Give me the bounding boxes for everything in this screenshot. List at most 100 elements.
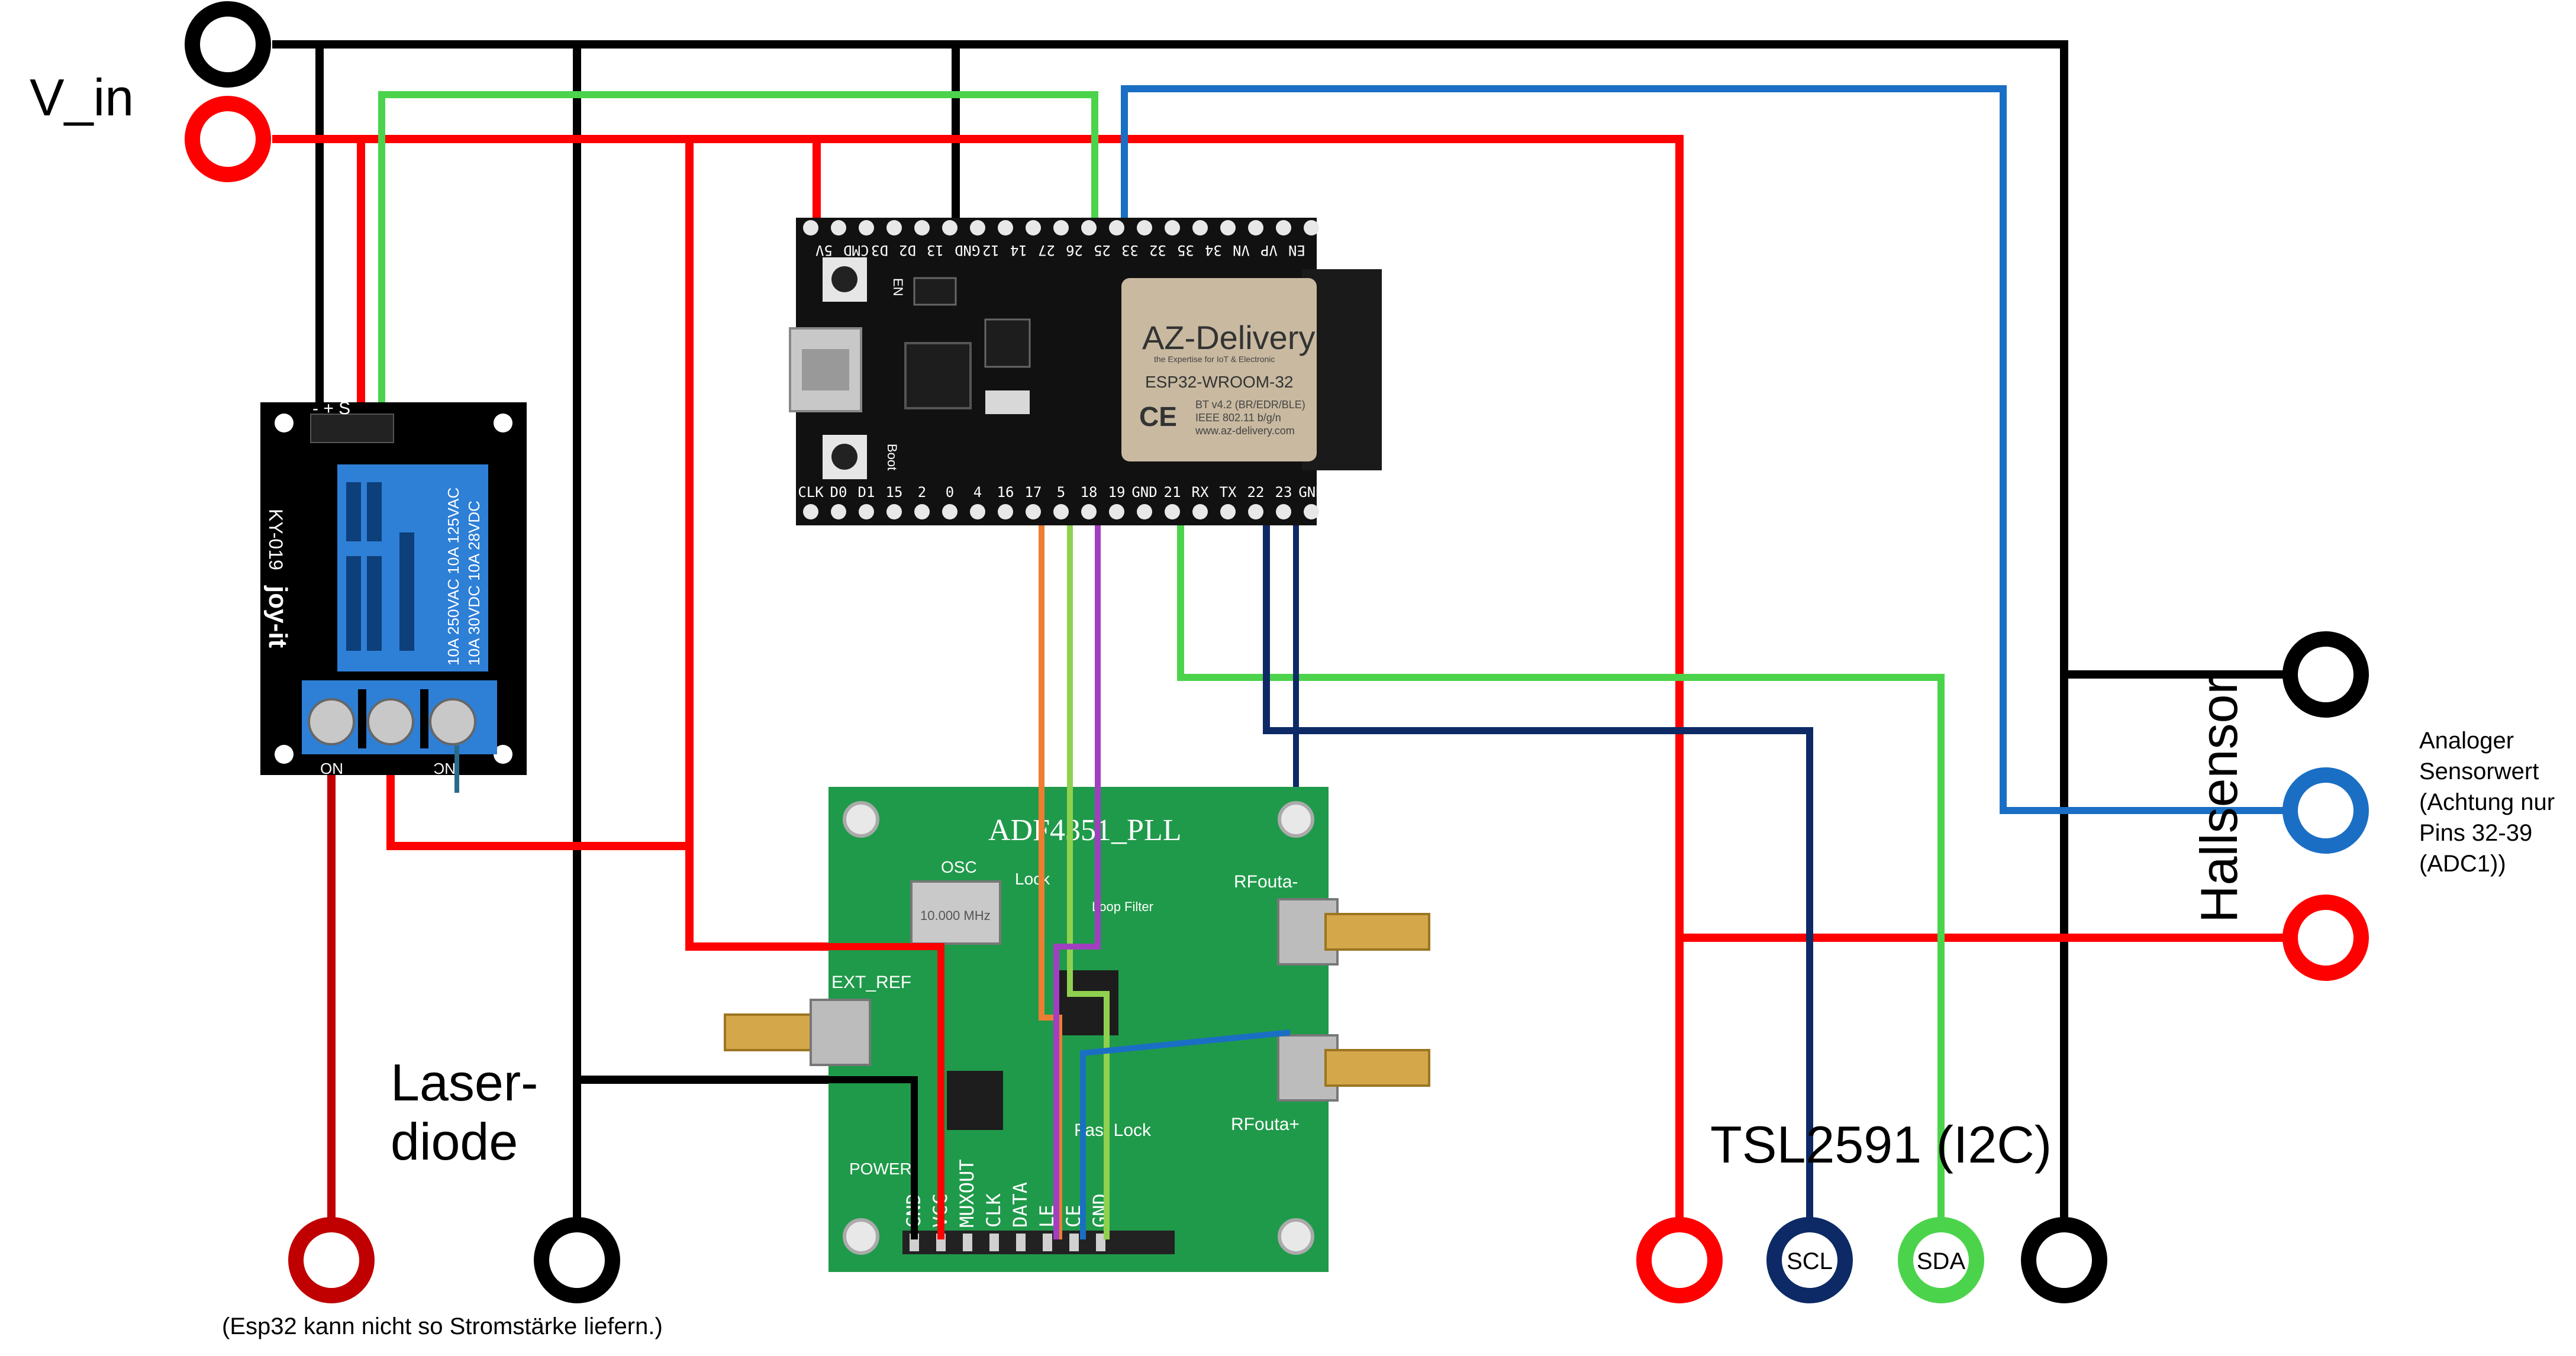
sma-rfouta-plus[interactable] [1277, 1034, 1430, 1102]
hall-signal-terminal[interactable] [2282, 767, 2369, 854]
pll-header-pin[interactable] [963, 1234, 972, 1251]
pll-header-pin[interactable] [989, 1234, 999, 1251]
esp32-top-pin[interactable] [1165, 220, 1180, 235]
esp32-top-pin[interactable] [1220, 220, 1236, 235]
relay-screw-com[interactable] [367, 698, 414, 745]
scl-label: SCL [1787, 1248, 1833, 1274]
esp32-bottom-pin[interactable] [970, 504, 985, 519]
hall-gnd-terminal[interactable] [2282, 631, 2369, 718]
esp32-top-pin-label: CMD [843, 242, 869, 259]
esp32-bottom-pin-label: 18 [1081, 484, 1098, 501]
esp32-top-pin[interactable] [1026, 220, 1041, 235]
pll-header-pin[interactable] [1096, 1234, 1105, 1251]
analog-note-line: (ADC1)) [2419, 851, 2506, 877]
relay-pin-header [310, 414, 394, 443]
pll-header-pin[interactable] [1016, 1234, 1026, 1251]
laser-gnd-terminal[interactable] [534, 1217, 620, 1303]
v-in-label: V_in [30, 68, 134, 127]
esp32-bottom-pin[interactable] [886, 504, 902, 519]
laser-diode-label-1: Laser- [391, 1053, 538, 1112]
vin-plus-terminal[interactable] [185, 96, 271, 182]
terminals [185, 1, 2369, 1303]
pll-rfouta-minus-label: RFouta- [1234, 872, 1298, 892]
pll-header-pin[interactable] [1069, 1234, 1079, 1251]
esp32-top-pin-label: 34 [1205, 242, 1222, 259]
esp32-top-pin-label: 26 [1066, 242, 1083, 259]
tsl-gnd-terminal[interactable] [2021, 1217, 2107, 1303]
esp32-top-pin[interactable] [1192, 220, 1208, 235]
esp32-top-pin[interactable] [914, 220, 930, 235]
relay-screw-no[interactable] [308, 698, 355, 745]
esp32-top-pin-label: D2 [899, 242, 916, 259]
esp32-top-pin[interactable] [1081, 220, 1097, 235]
analog-note-line: (Achtung nur [2419, 789, 2555, 815]
esp32-top-pin[interactable] [1109, 220, 1124, 235]
relay-screw-nc[interactable] [429, 698, 476, 745]
esp32-bottom-pin[interactable] [998, 504, 1013, 519]
esp32-bottom-pin[interactable] [1081, 504, 1097, 519]
esp32-bottom-pin[interactable] [859, 504, 874, 519]
esp32-top-pin[interactable] [831, 220, 846, 235]
esp32-bottom-pin[interactable] [942, 504, 957, 519]
esp32-bottom-pin[interactable] [803, 504, 818, 519]
tsl-vcc-terminal[interactable] [1636, 1217, 1723, 1303]
esp32-bottom-pin-label: CLK [798, 484, 824, 501]
esp32-bottom-pin[interactable] [1276, 504, 1291, 519]
analog-note-line: Pins 32-39 [2419, 820, 2532, 846]
esp32-bottom-pin-label: D0 [830, 484, 847, 501]
sma-ext-ref[interactable] [724, 999, 871, 1066]
esp32-top-pin[interactable] [859, 220, 874, 235]
esp32-top-pin[interactable] [1137, 220, 1152, 235]
esp32-top-pin[interactable] [803, 220, 818, 235]
vin-gnd-terminal[interactable] [185, 1, 271, 88]
esp32-bottom-pin-label: 22 [1247, 484, 1265, 501]
pll-title: ADF4351_PLL [988, 813, 1181, 847]
esp32-bottom-pin[interactable] [1220, 504, 1236, 519]
esp32-bottom-pin[interactable] [1304, 504, 1319, 519]
tsl-label: TSL2591 (I2C) [1710, 1115, 2052, 1174]
esp32-top-pin-label: 33 [1121, 242, 1139, 259]
esp32-bottom-pin[interactable] [1026, 504, 1041, 519]
esp32-bottom-pin[interactable] [1192, 504, 1208, 519]
analog-note-line: Sensorwert [2419, 758, 2539, 784]
esp32-top-pin[interactable] [998, 220, 1013, 235]
esp32-bottom-pin[interactable] [1165, 504, 1180, 519]
esp32-top-pin-label: 27 [1038, 242, 1055, 259]
sma-rfouta-minus[interactable] [1277, 898, 1430, 966]
esp32-top-pin[interactable] [942, 220, 957, 235]
relay-pins-label: - + S [312, 399, 350, 418]
esp32-bottom-pin[interactable] [914, 504, 930, 519]
pll-power-label: POWER [849, 1160, 912, 1178]
esp32-bottom-pin[interactable] [1137, 504, 1152, 519]
esp32-bottom-pin[interactable] [831, 504, 846, 519]
esp32-top-pin-label: 25 [1094, 242, 1111, 259]
relay-brand: joy-it [263, 585, 292, 648]
esp32-top-pin[interactable] [886, 220, 902, 235]
esp32-bottom-pin-label: GND [1131, 484, 1157, 501]
pll-header-pin[interactable] [1043, 1234, 1052, 1251]
esp32-top-pin-label: 35 [1177, 242, 1194, 259]
tsl-sda-terminal[interactable] [1898, 1217, 1984, 1303]
esp32-bottom-pin-label: RX [1192, 484, 1209, 501]
esp32-board: AZ-Delivery the Expertise for IoT & Elec… [789, 218, 1382, 525]
esp32-top-pin[interactable] [970, 220, 985, 235]
esp32-top-pin[interactable] [1248, 220, 1263, 235]
sda-wire [1177, 512, 1945, 1236]
esp32-bottom-pin[interactable] [1053, 504, 1069, 519]
hallsensor-label: Hallsensor [2190, 677, 2248, 923]
esp32-top-pin-label: EN [1288, 242, 1305, 259]
esp32-bottom-pin[interactable] [1109, 504, 1124, 519]
laser-plus-terminal[interactable] [288, 1217, 375, 1303]
esp32-top-pin[interactable] [1276, 220, 1291, 235]
esp32-top-pin-label: GND [955, 242, 980, 259]
esp32-url: www.az-delivery.com [1195, 425, 1295, 437]
relay-rating-2: 10A 30VDC 10A 28VDC [465, 501, 483, 666]
pll-lock-label: Lock [1015, 870, 1050, 888]
esp32-top-pin[interactable] [1053, 220, 1069, 235]
hall-vcc-terminal[interactable] [2282, 895, 2369, 981]
tsl-scl-terminal[interactable] [1766, 1217, 1853, 1303]
esp32-bottom-pin[interactable] [1248, 504, 1263, 519]
esp32-bottom-pin-label: 23 [1275, 484, 1292, 501]
esp32-top-pin[interactable] [1304, 220, 1319, 235]
esp32-current-note: (Esp32 kann nicht so Stromstärke liefern… [222, 1313, 663, 1339]
